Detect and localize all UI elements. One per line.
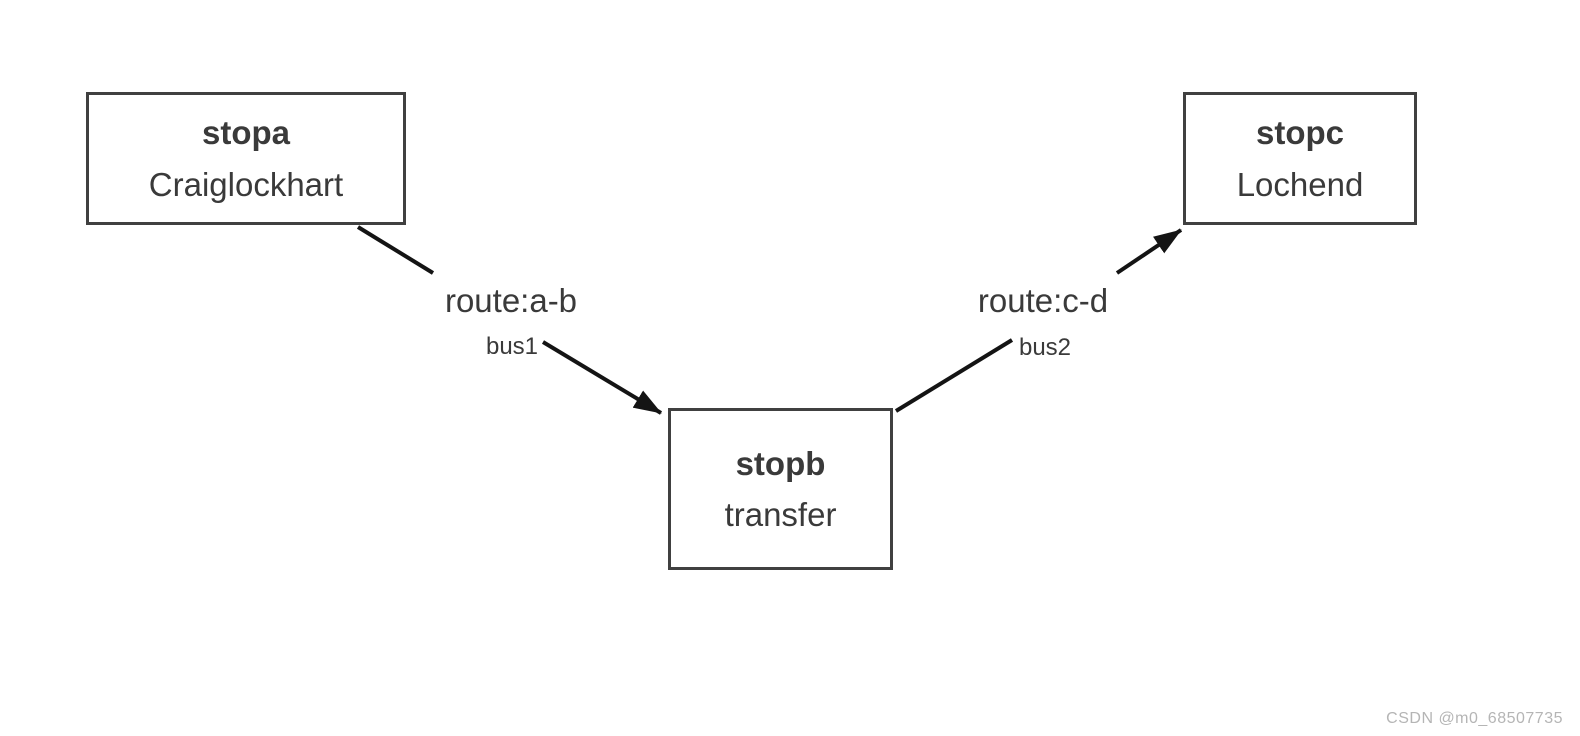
node-stopc-title: stopc <box>1255 114 1344 152</box>
edge-route-a-b-label: route:a-b <box>442 282 580 320</box>
node-stopa: stopa Craiglockhart <box>86 92 406 225</box>
node-stopb-subtitle: transfer <box>724 496 837 533</box>
node-stopc: stopc Lochend <box>1183 92 1417 225</box>
edge-route-a-b <box>356 225 663 415</box>
edge-route-c-d-segment-2 <box>1115 228 1183 275</box>
node-stopa-title: stopa <box>201 114 290 152</box>
edge-route-a-b-sublabel: bus1 <box>484 333 540 361</box>
node-stopa-subtitle: Craiglockhart <box>148 165 344 203</box>
node-stopc-subtitle: Lochend <box>1236 165 1364 203</box>
edge-route-c-d <box>894 228 1183 413</box>
watermark: CSDN @m0_68507735 <box>1386 710 1563 727</box>
edge-route-a-b-segment-2 <box>541 340 663 415</box>
edge-route-c-d-label: route:c-d <box>975 282 1111 320</box>
node-stopb-title: stopb <box>735 444 826 482</box>
edge-route-c-d-segment-1 <box>894 338 1014 413</box>
edge-route-a-b-segment-1 <box>356 225 435 275</box>
edge-route-c-d-sublabel: bus2 <box>1017 334 1073 362</box>
node-stopb: stopb transfer <box>668 408 893 570</box>
